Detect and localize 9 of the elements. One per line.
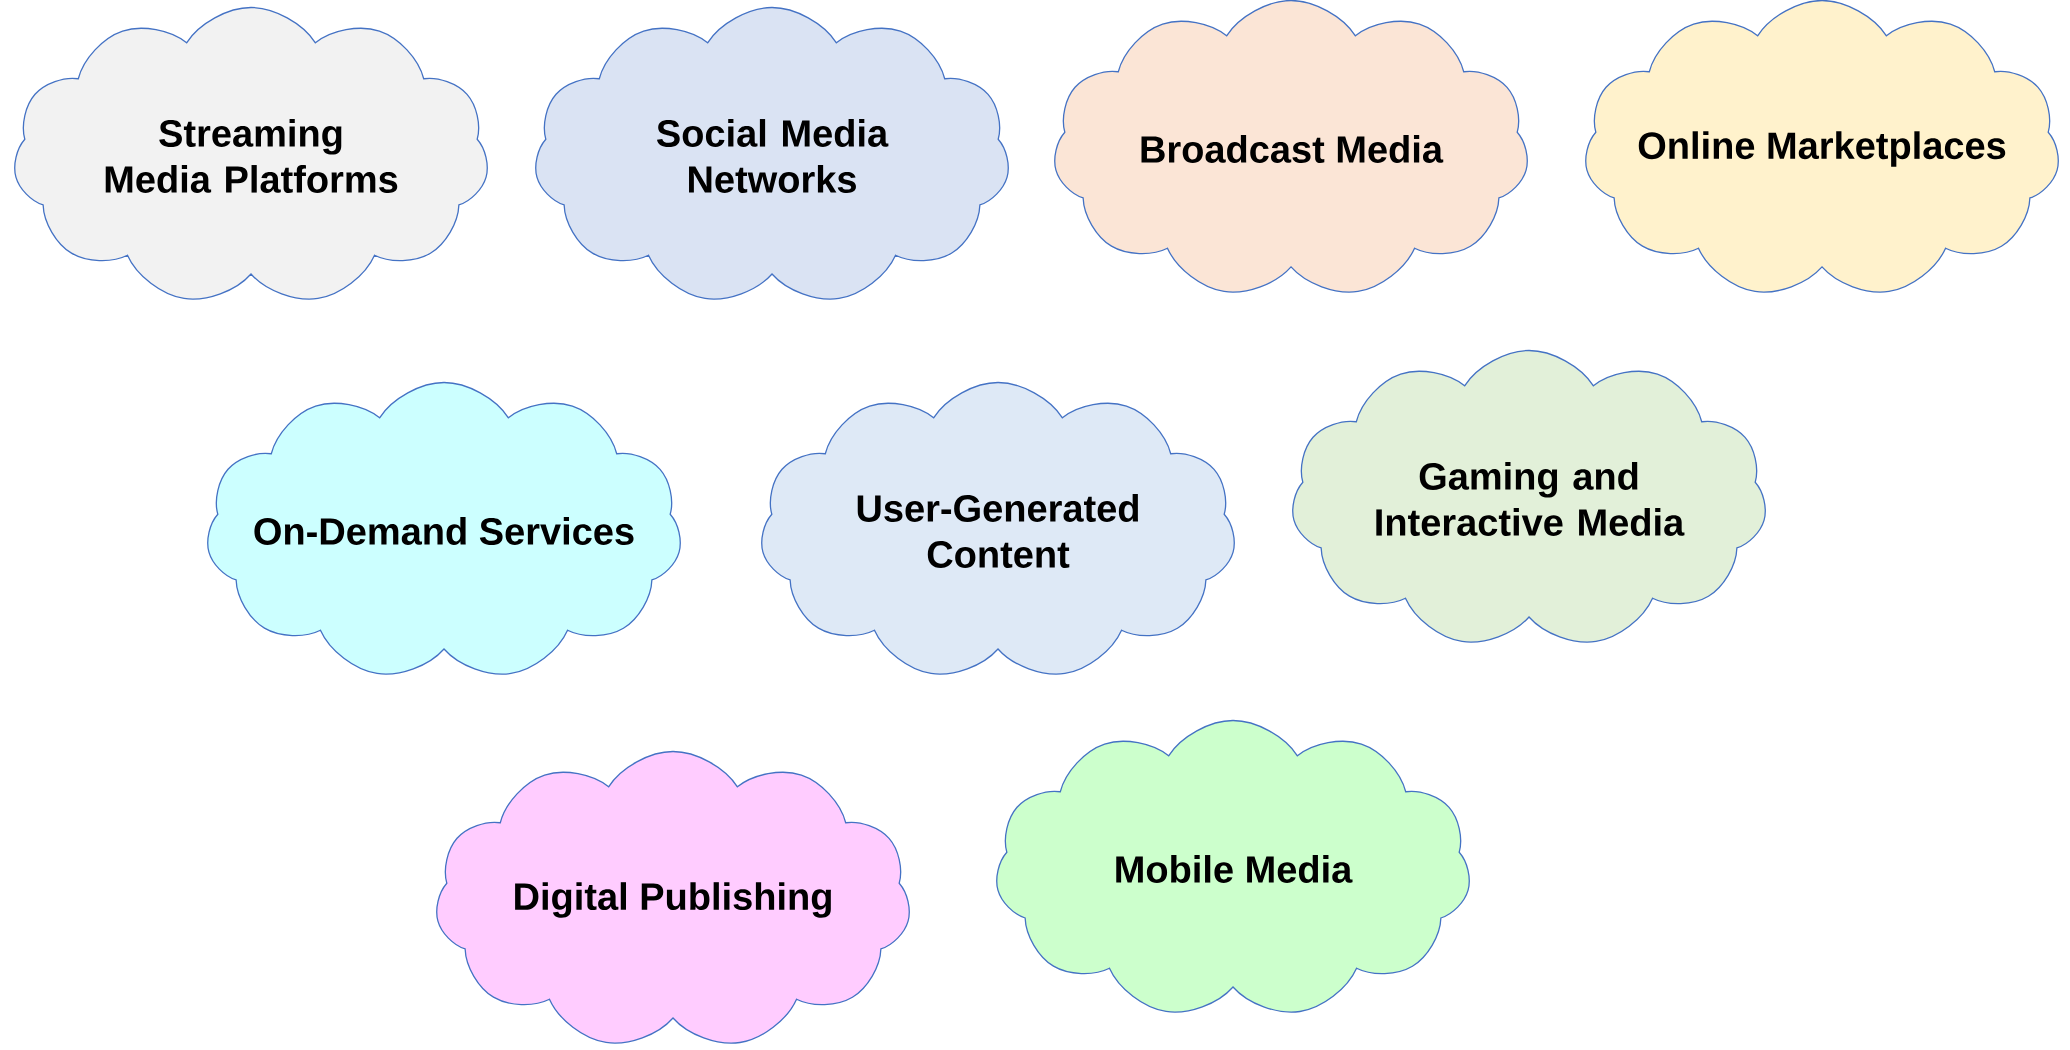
cloud: Mobile Media [996, 719, 1470, 1013]
cloud: Broadcast Media [1054, 0, 1528, 293]
cloud: Gaming and Interactive Media [1292, 349, 1766, 643]
cloud: Streaming Media Platforms [14, 6, 488, 300]
cloud: Digital Publishing [436, 750, 910, 1044]
cloud: User-Generated Content [761, 381, 1235, 675]
cloud: On-Demand Services [207, 381, 681, 675]
cloud: Online Marketplaces [1585, 0, 2059, 293]
cloud: Social Media Networks [535, 6, 1009, 300]
